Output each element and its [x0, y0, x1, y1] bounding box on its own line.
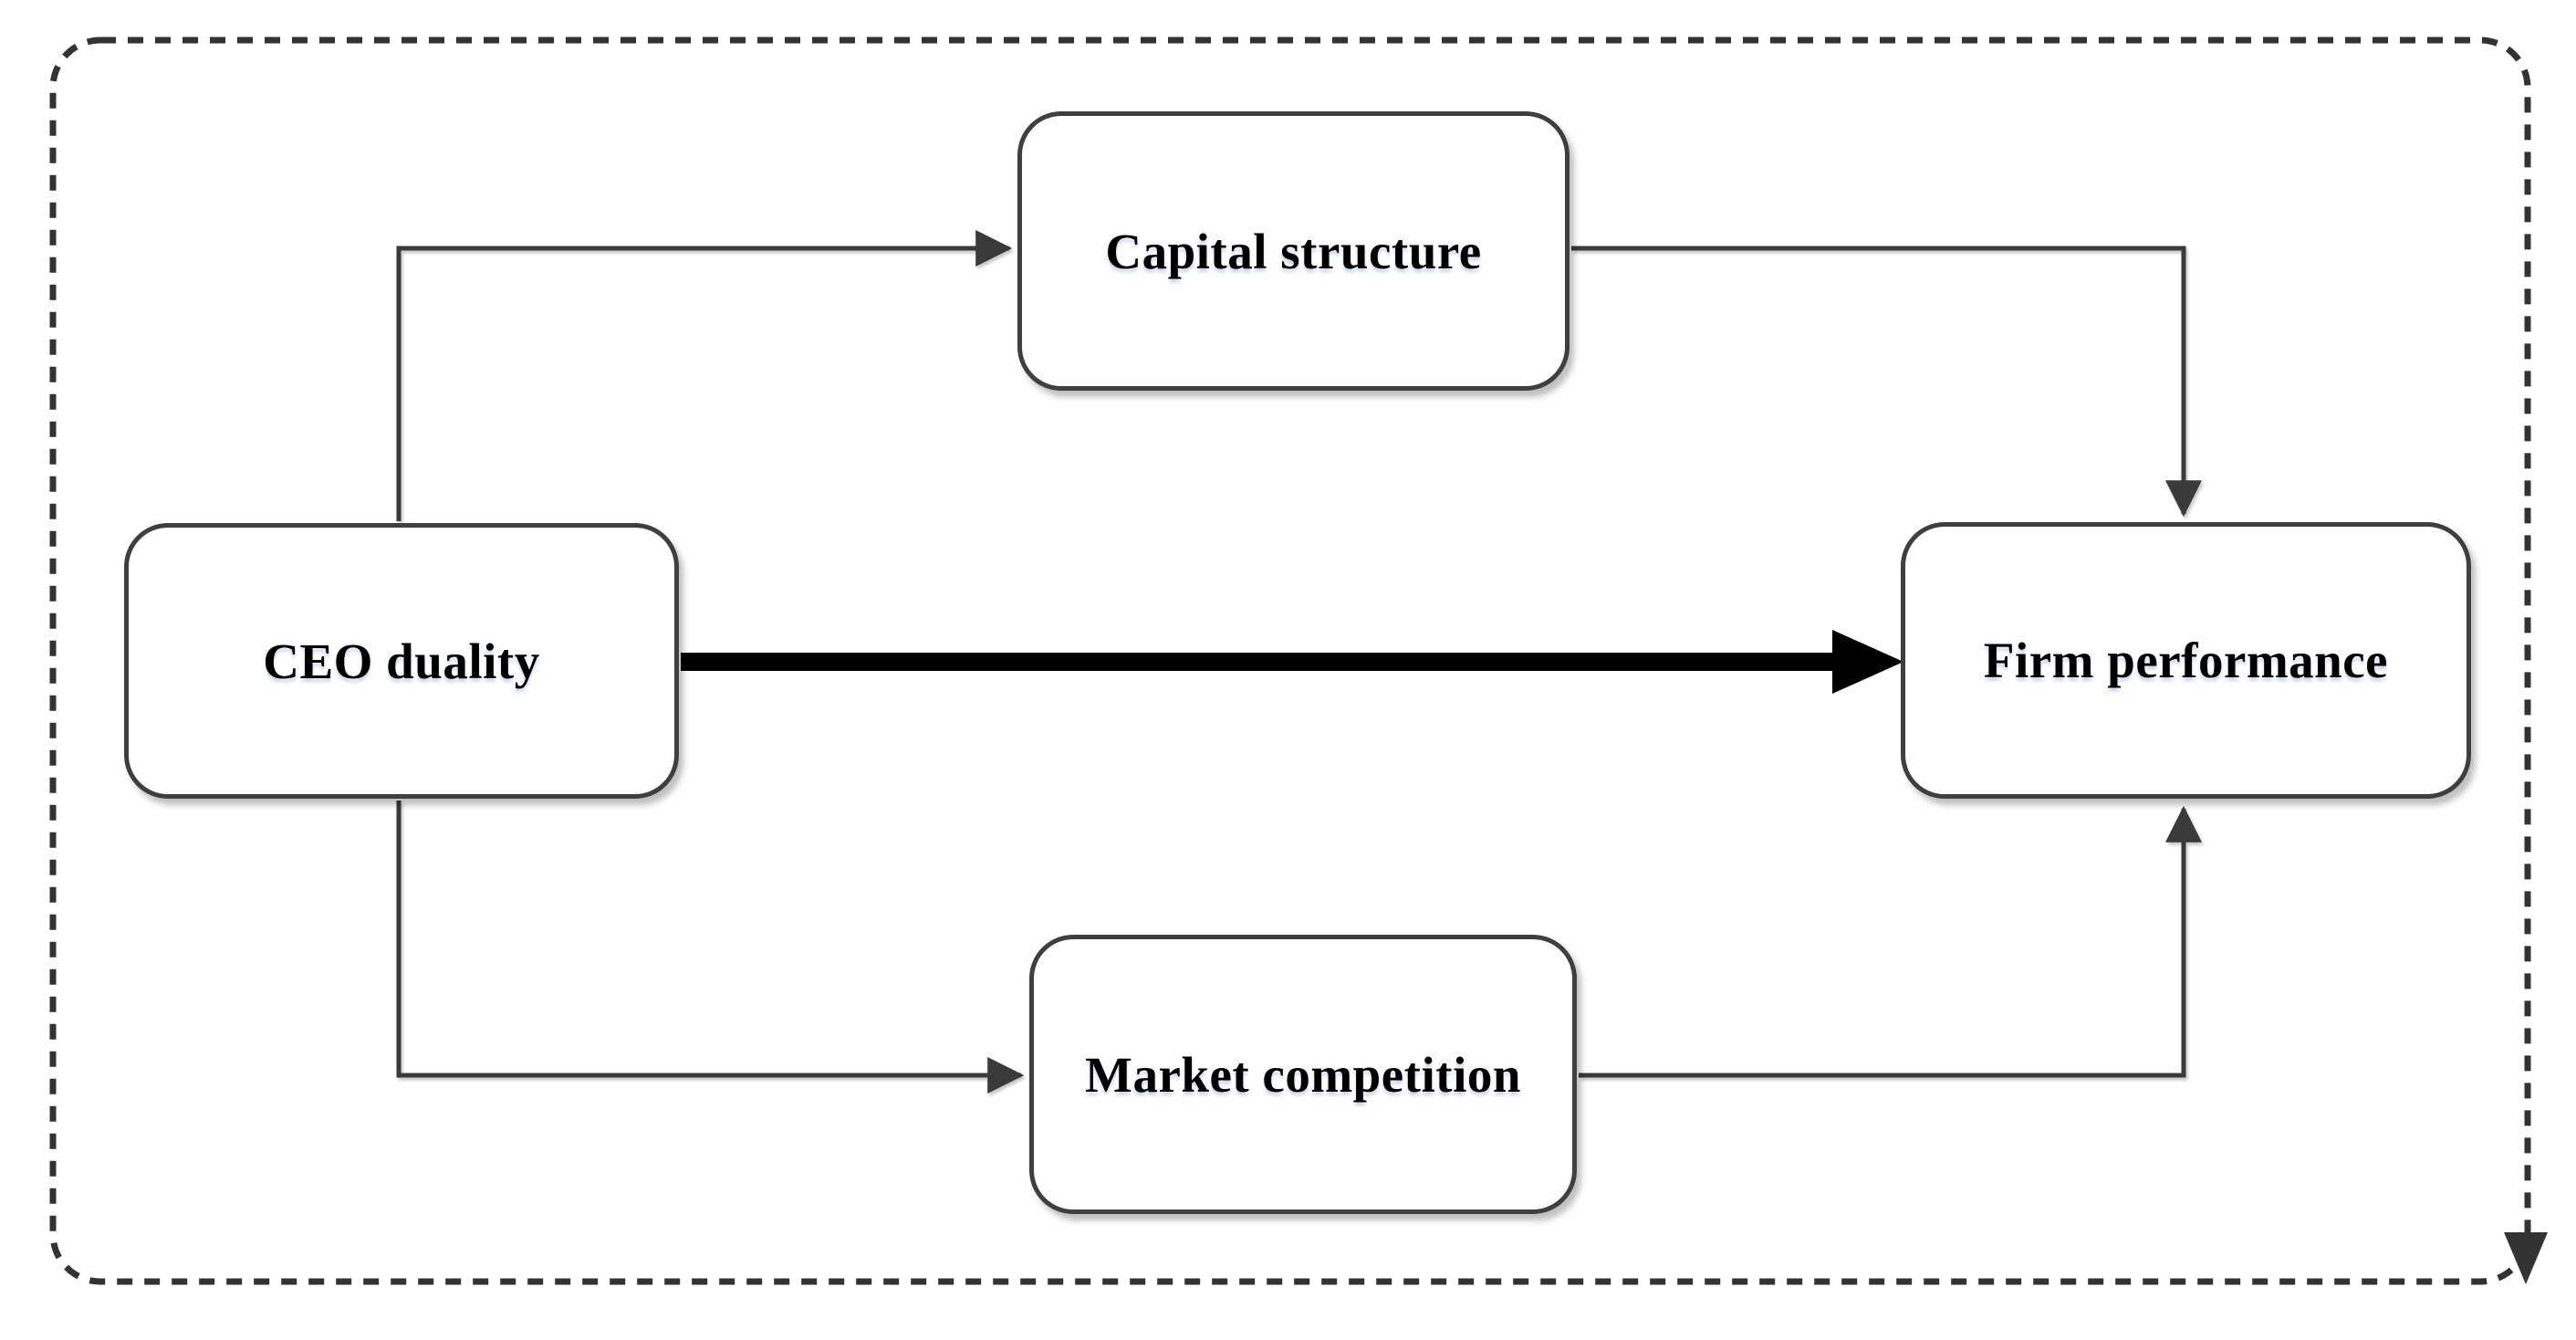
- node-capital-structure-label: Capital structure: [1105, 223, 1482, 279]
- thick-arrowhead-icon: [1832, 630, 1903, 694]
- node-market-competition: Market competition: [1029, 935, 1577, 1214]
- node-ceo-duality: CEO duality: [124, 523, 679, 799]
- edge-ceo-to-market-competition: [396, 801, 1025, 1094]
- node-market-competition-label: Market competition: [1085, 1046, 1521, 1103]
- node-ceo-duality-label: CEO duality: [263, 633, 540, 689]
- outer-dashed-frame: [49, 37, 2531, 1285]
- edge-ceo-to-capital-structure: [396, 230, 1013, 521]
- node-firm-performance-label: Firm performance: [1983, 633, 2389, 688]
- frame-down-arrow-icon: [2504, 1232, 2548, 1284]
- edge-capital-structure-to-firm-performance: [1571, 246, 2202, 518]
- node-firm-performance: Firm performance: [1901, 522, 2471, 799]
- node-capital-structure: Capital structure: [1017, 111, 1570, 391]
- edge-ceo-to-firm-performance-thick: [681, 630, 1903, 694]
- edge-market-competition-to-firm-performance: [1579, 805, 2202, 1078]
